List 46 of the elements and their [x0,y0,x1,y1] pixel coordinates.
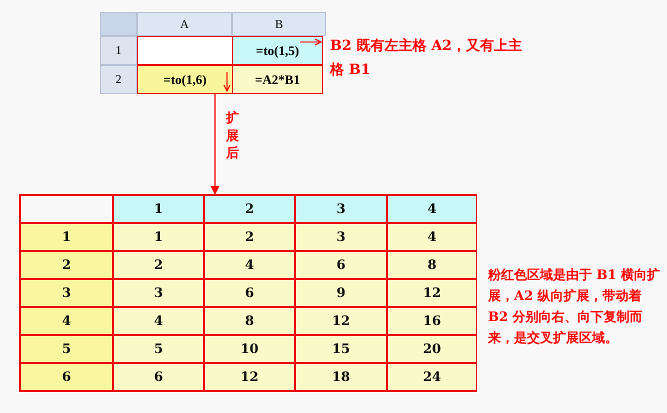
note: B2 既有左主格 A2，又有上主格 B1 [330,36,523,80]
table-cell: 8 [388,252,476,278]
table-cell: 6 [114,364,203,390]
table-cell: 12 [388,280,476,306]
table-cell: 8 [205,308,294,334]
result-table [19,194,477,392]
header-cell: 1 [100,36,137,65]
header-cell: 2 [205,196,294,222]
table-cell: 2 [114,252,203,278]
table-cell: 2 [205,224,294,250]
formula-cell: =to(1,5) [232,36,323,65]
header-cell: 5 [21,336,112,362]
header-cell: 1 [21,224,112,250]
note: 粉红色区域是由于 B1 横向扩展，A2 纵向扩展，带动着 B2 分别向右、向下复制而来，是交叉扩展区域。 [488,266,662,348]
table-cell: 9 [296,280,386,306]
formula-cell: =A2*B1 [232,65,323,94]
table-cell: 4 [205,252,294,278]
header-cell: B [232,12,326,36]
header-cell: A [137,12,232,36]
header-cell: 3 [296,196,386,222]
header-cell: 2 [21,252,112,278]
table-cell: 6 [205,280,294,306]
header-cell: 6 [21,364,112,390]
table-cell: 3 [114,280,203,306]
table-cell: 15 [296,336,386,362]
table-cell: 12 [296,308,386,334]
table-cell: 4 [114,308,203,334]
header-cell: 4 [21,308,112,334]
spreadsheet [100,12,326,94]
table-cell: 12 [205,364,294,390]
header-cell: 1 [114,196,203,222]
table-cell: 24 [388,364,476,390]
table-cell: 4 [388,224,476,250]
formula-cell: =to(1,6) [137,65,233,94]
table-cell: 18 [296,364,386,390]
table-cell: 3 [296,224,386,250]
table-cell: 16 [388,308,476,334]
header-cell: 3 [21,280,112,306]
table-cell: 6 [296,252,386,278]
table-cell: 20 [388,336,476,362]
header-cell: 2 [100,65,137,94]
header-cell: 4 [388,196,476,222]
table-cell: 10 [205,336,294,362]
arrow [210,94,220,195]
table-cell: 5 [114,336,203,362]
table-cell: 1 [114,224,203,250]
